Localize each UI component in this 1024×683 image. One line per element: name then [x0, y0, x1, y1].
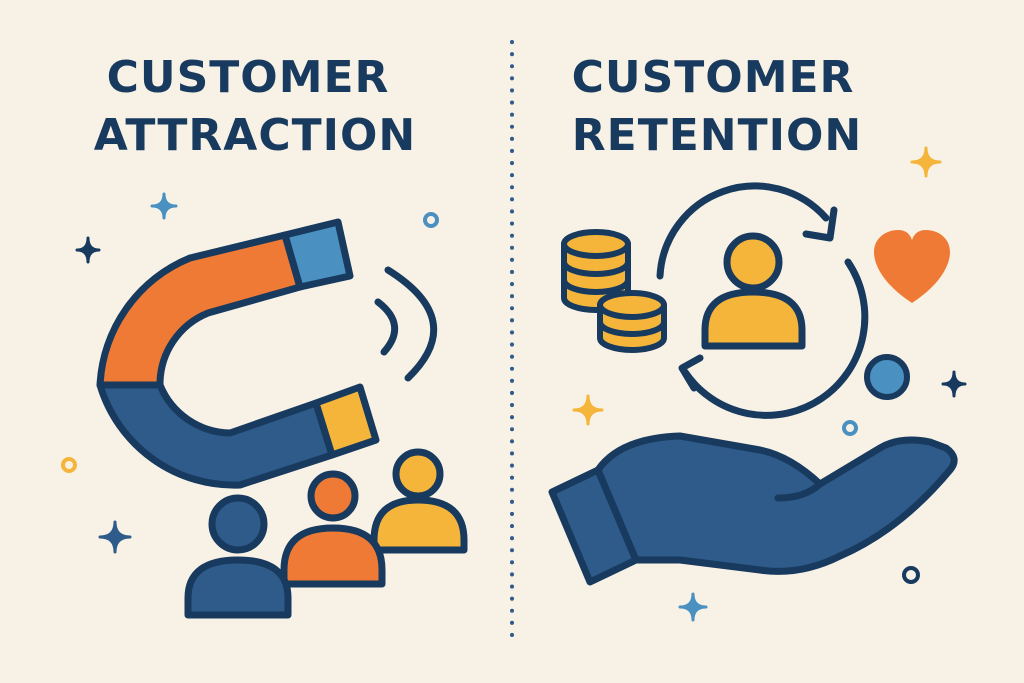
magnet-icon	[96, 218, 380, 489]
person-blue-icon	[184, 494, 292, 619]
sparkle-icon	[678, 592, 708, 622]
people-group-icon	[184, 448, 468, 619]
blue-circle-icon	[864, 354, 910, 400]
right-title-line2: RETENTION	[572, 110, 862, 161]
sparkle-icon	[910, 146, 942, 178]
left-title-line1: CUSTOMER	[107, 52, 390, 103]
person-yellow-icon	[370, 448, 468, 554]
sparkle-icon	[941, 370, 967, 398]
dot-icon	[61, 457, 77, 473]
right-sparkles	[572, 146, 967, 622]
magnetic-waves-icon	[374, 266, 438, 382]
open-hand-icon	[548, 432, 958, 586]
person-icon	[701, 232, 806, 350]
left-title-line2: ATTRACTION	[94, 110, 417, 161]
left-sparkles	[61, 192, 439, 554]
dot-icon	[902, 566, 920, 584]
dot-icon	[842, 420, 858, 436]
dot-icon	[423, 212, 439, 228]
person-orange-icon	[280, 470, 386, 588]
sparkle-icon	[150, 192, 178, 220]
sparkle-icon	[572, 394, 604, 426]
sparkle-icon	[98, 520, 132, 554]
coin-stack-icon	[561, 229, 667, 353]
cycle-arrows-icon	[656, 182, 869, 419]
sparkle-icon	[75, 236, 101, 264]
right-title-line1: CUSTOMER	[572, 52, 855, 103]
heart-icon	[874, 230, 950, 303]
